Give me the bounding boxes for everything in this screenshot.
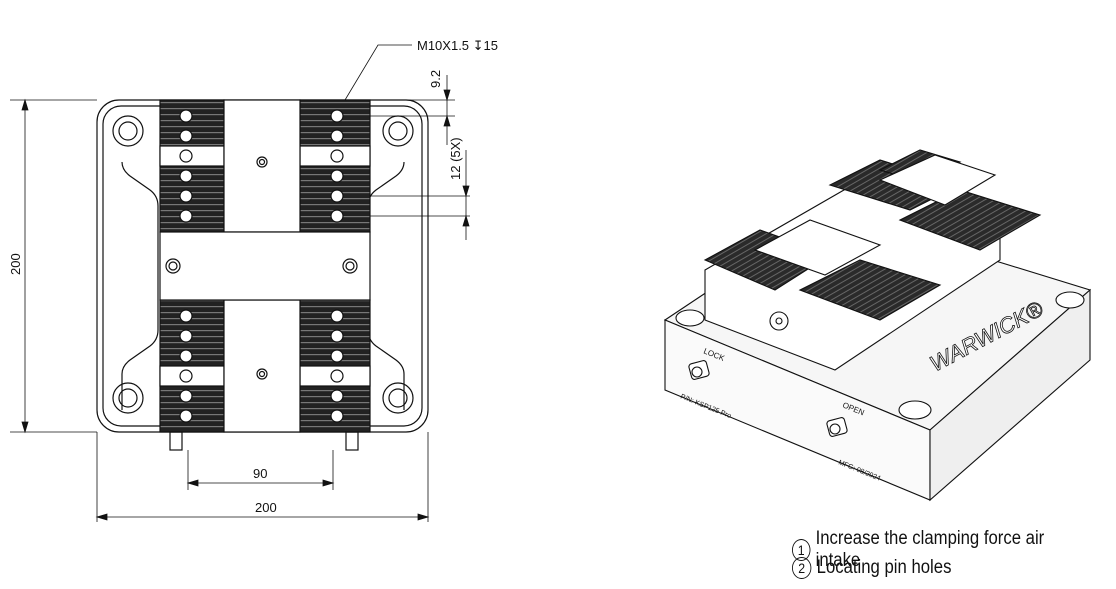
center-block-top xyxy=(223,99,301,233)
jaws xyxy=(159,99,371,433)
base-side xyxy=(929,288,1091,502)
corner-holes xyxy=(112,115,414,414)
cross-bar xyxy=(159,231,371,301)
legend-item-1: 1 Increase the clamping force air intake xyxy=(792,528,1077,572)
iso-view xyxy=(663,149,1092,502)
dim-12-5x: 12 (5X) xyxy=(448,137,463,180)
pin-holes xyxy=(179,109,344,423)
dim-height-200: 200 xyxy=(8,253,23,275)
dim-90: 90 xyxy=(253,466,267,481)
fitting-left xyxy=(169,431,183,451)
dimensions xyxy=(10,44,470,522)
legend-item-2: 2 Locating pin holes xyxy=(792,557,951,579)
legend-text: Increase the clamping force air intake xyxy=(815,528,1045,571)
front-view xyxy=(96,99,429,451)
center-block-bottom xyxy=(223,299,301,433)
thread-callout: M10X1.5 ↧15 xyxy=(417,38,498,53)
legend-number: 2 xyxy=(792,557,812,579)
legend-text: Locating pin holes xyxy=(816,557,952,578)
dim-width-200: 200 xyxy=(255,500,277,515)
fitting-right xyxy=(345,431,359,451)
dim-9-2: 9.2 xyxy=(428,70,443,88)
